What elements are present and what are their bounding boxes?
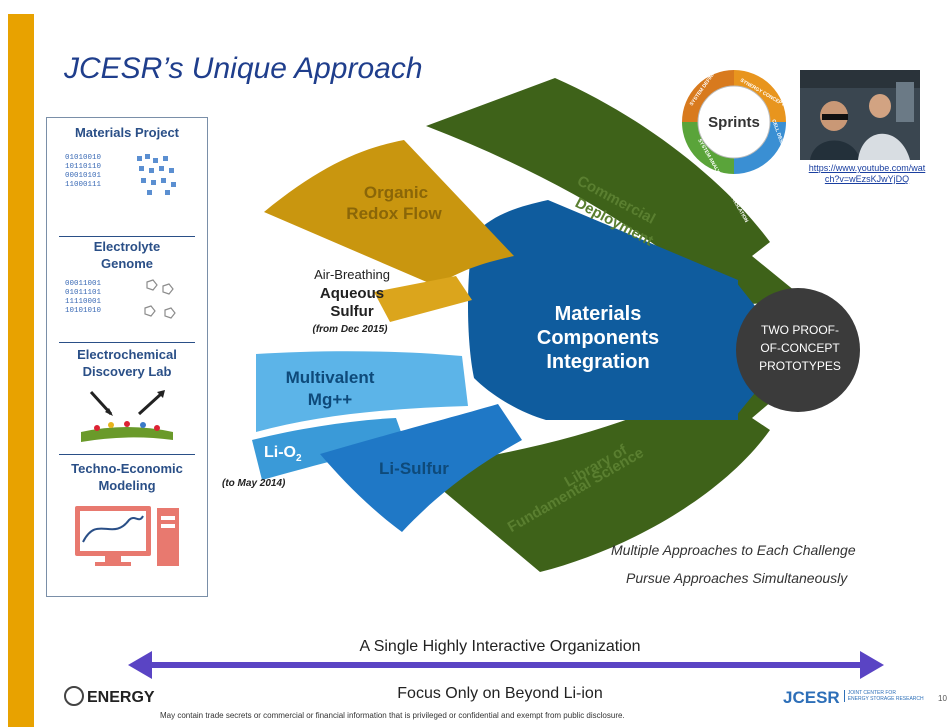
electrolyte-genome-label-2: Genome [100, 256, 153, 271]
organic-label-1: Organic [364, 183, 428, 202]
target-label-3: PROTOTYPES [759, 359, 841, 373]
divider [59, 236, 195, 237]
multivalent-label-1: Multivalent [286, 368, 375, 387]
li-o2-shape [252, 418, 406, 480]
center-label-1: Materials [555, 303, 642, 325]
ec-lab-label-2: Discovery Lab [82, 364, 172, 379]
electrolyte-binary: 00011001 01011101 11110001 10101010 [65, 280, 102, 315]
air-label-2: Aqueous [320, 285, 384, 302]
li-o2-note: (to May 2014) [222, 478, 286, 489]
tem-label-1: Techno-Economic [71, 461, 183, 476]
center-label-2: Components [537, 327, 659, 349]
prototypes-circle [736, 288, 860, 412]
air-note: (from Dec 2015) [312, 324, 388, 335]
organic-redox-flow-shape [264, 140, 514, 286]
tem-label-2: Modeling [98, 478, 156, 493]
molecule-icon [144, 279, 176, 319]
sprints-label: Sprints [708, 114, 760, 131]
air-label-1: Air-Breathing [314, 267, 390, 282]
video-link-line-1[interactable]: https://www.youtube.com/wat [808, 163, 926, 173]
note-simultaneously: Pursue Approaches Simultaneously [626, 570, 848, 586]
bottom-arrow-bottom-label: Focus Only on Beyond Li-ion [397, 685, 602, 702]
air-label-3: Sulfur [330, 303, 373, 320]
accent-bar [8, 14, 34, 727]
air-breathing-shape [374, 276, 472, 322]
disclaimer-text: May contain trade secrets or commercial … [160, 711, 625, 720]
ec-lab-label-1: Electrochemical [77, 347, 177, 362]
bottom-double-arrow [128, 651, 884, 679]
computer-icon [75, 506, 179, 566]
left-panel: Materials Project 01010010 10110110 0001… [46, 117, 208, 597]
materials-binary: 01010010 10110110 00010101 11000111 [65, 154, 102, 189]
li-o2-label: Li-O2 [264, 444, 302, 464]
page-number: 10 [938, 694, 947, 703]
li-sulfur-shape [320, 404, 522, 532]
organic-label-2: Redox Flow [346, 204, 442, 223]
doe-seal-icon [64, 686, 84, 706]
multivalent-shape [256, 351, 468, 432]
li-sulfur-label: Li-Sulfur [379, 459, 449, 478]
lab-photo [800, 70, 920, 160]
upper-green-arrow [426, 78, 806, 306]
discovery-lab-icon [81, 390, 173, 442]
target-label-1: TWO PROOF- [761, 323, 839, 337]
materials-project-label: Materials Project [74, 125, 180, 140]
video-link[interactable]: https://www.youtube.com/wat ch?v=wEzsKJw… [800, 163, 934, 185]
multivalent-label-2: Mg++ [308, 390, 352, 409]
slide-title: JCESR’s Unique Approach [64, 52, 423, 85]
doe-logo: ENERGY [64, 686, 155, 707]
electrolyte-genome-label-1: Electrolyte [93, 239, 161, 254]
target-label-2: OF-CONCEPT [760, 341, 840, 355]
divider [59, 342, 195, 343]
center-integration-shape [468, 200, 738, 420]
video-link-line-2[interactable]: ch?v=wEzsKJwYjDQ [824, 174, 910, 184]
center-label-3: Integration [546, 351, 649, 373]
bottom-arrow-top-label: A Single Highly Interactive Organization [359, 638, 640, 655]
note-multiple-approaches: Multiple Approaches to Each Challenge [611, 542, 856, 558]
crystal-lattice-icon [137, 154, 176, 195]
divider [59, 454, 195, 455]
